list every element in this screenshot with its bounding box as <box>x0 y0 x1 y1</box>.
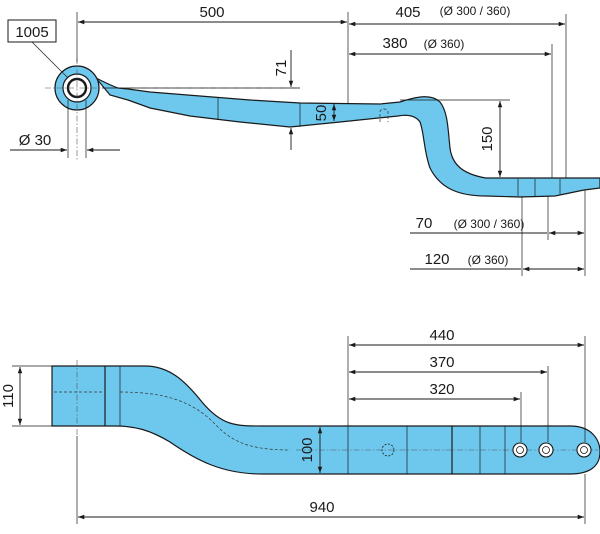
dim-100: 100 <box>299 437 316 462</box>
dim-eye-diameter: Ø 30 <box>19 132 52 149</box>
part-number: 1005 <box>15 24 48 41</box>
dim-71: 71 <box>273 60 290 77</box>
dim-500: 500 <box>199 4 224 21</box>
top-view: 1005 500 405 (Ø 300 / 360) 380 (Ø 360) 7… <box>7 4 600 276</box>
dim-70: 70 <box>416 215 433 232</box>
dim-120-note: (Ø 360) <box>468 253 509 267</box>
dim-320: 320 <box>429 381 454 398</box>
spring-arm-plan <box>51 365 600 475</box>
hole-370 <box>538 442 554 458</box>
dim-380-note: (Ø 360) <box>424 37 465 51</box>
dim-380: 380 <box>382 35 407 52</box>
bottom-view: 440 370 320 110 100 940 <box>0 327 600 524</box>
hole-440 <box>576 442 592 458</box>
dim-110: 110 <box>0 384 17 408</box>
dim-940: 940 <box>309 499 334 516</box>
dim-440: 440 <box>429 327 454 344</box>
dim-70-note: (Ø 300 / 360) <box>454 217 525 231</box>
dim-370: 370 <box>429 354 454 371</box>
hole-320 <box>512 442 528 458</box>
dim-50: 50 <box>313 105 330 122</box>
dim-150: 150 <box>479 126 496 151</box>
hole-center <box>381 443 395 457</box>
dim-405-note: (Ø 300 / 360) <box>440 4 511 18</box>
spring-arm-side <box>95 77 600 198</box>
dim-120: 120 <box>424 251 449 268</box>
dim-405: 405 <box>395 4 420 21</box>
